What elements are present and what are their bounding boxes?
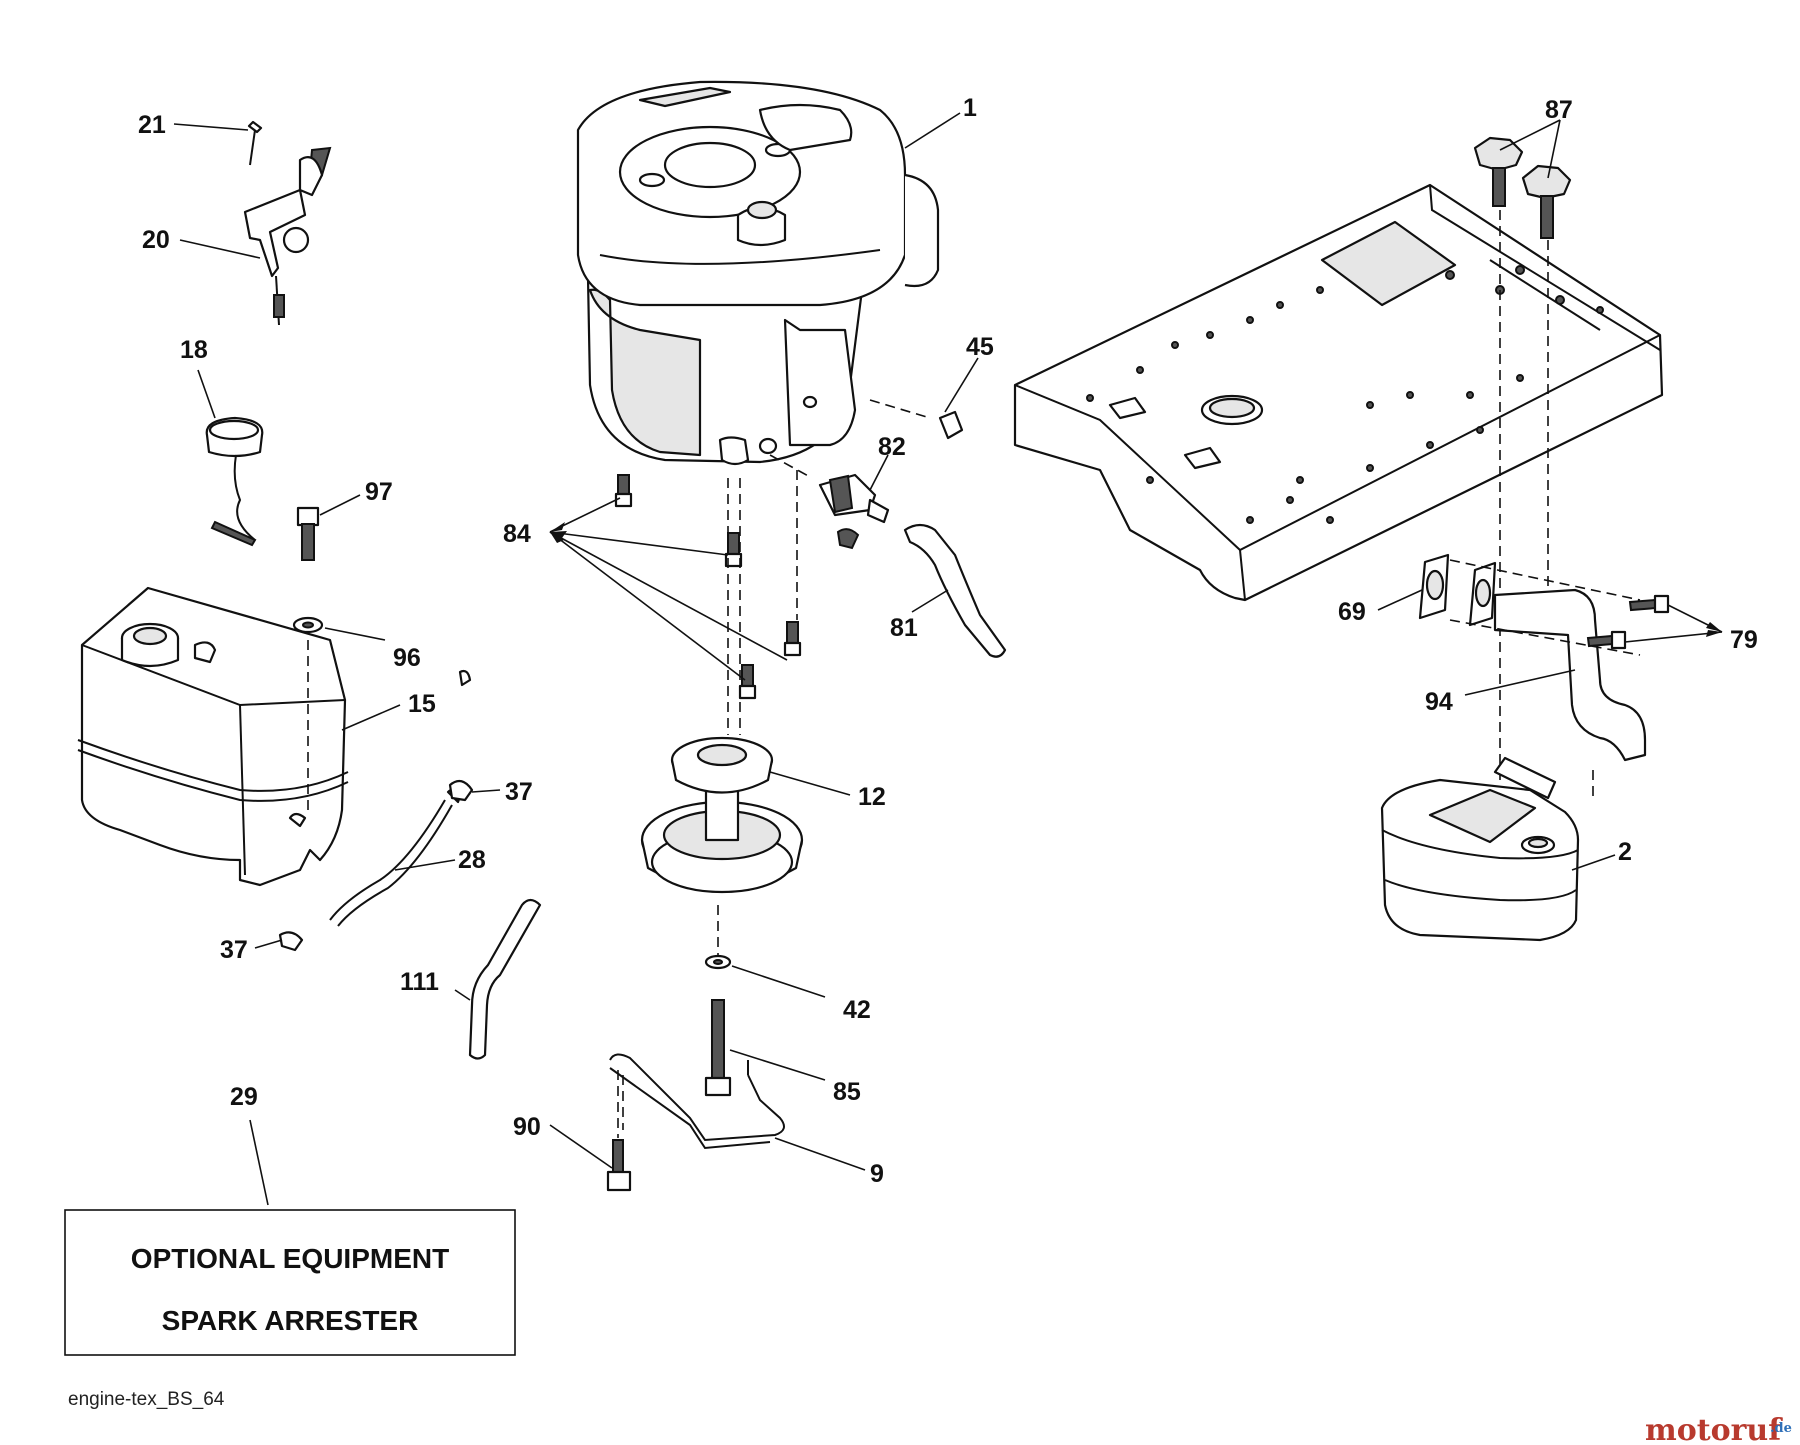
part-label-84: 84 (503, 520, 531, 548)
part-label-69: 69 (1338, 598, 1366, 626)
spark-arrester-label: SPARK ARRESTER (162, 1305, 419, 1336)
part-label-28: 28 (458, 846, 486, 874)
part-label-18: 18 (180, 336, 208, 364)
engine-icon (576, 80, 940, 466)
drawing-id: engine-tex_BS_64 (68, 1389, 225, 1410)
part-label-111: 111 (400, 968, 439, 996)
fuel-cap-icon (205, 416, 264, 547)
part-label-87: 87 (1545, 96, 1573, 124)
exhaust-pipe-icon (1493, 588, 1647, 762)
brand-name: motoruf (1645, 1413, 1783, 1445)
part-label-97: 97 (365, 478, 393, 506)
brand-suffix: .de (1770, 1421, 1792, 1436)
drain-valve-icon (818, 410, 964, 550)
pulley-icon (640, 736, 804, 1097)
hose-icon (468, 898, 542, 1060)
optional-equipment-box: OPTIONAL EQUIPMENT SPARK ARRESTER (64, 1209, 516, 1356)
part-label-37-bottom: 37 (220, 936, 248, 964)
throttle-control-icon (243, 120, 332, 326)
part-label-45: 45 (966, 333, 994, 361)
chassis-plate-icon (1013, 183, 1664, 602)
part-label-90: 90 (513, 1113, 541, 1141)
part-label-20: 20 (142, 226, 170, 254)
arrow-heads (550, 522, 1722, 637)
part-label-79: 79 (1730, 626, 1758, 654)
bolt-icon (614, 474, 802, 700)
knob-icon (1473, 136, 1572, 239)
part-label-1: 1 (963, 94, 977, 122)
muffler-icon (1380, 756, 1580, 942)
part-label-21: 21 (138, 111, 166, 139)
part-label-12: 12 (858, 783, 886, 811)
part-label-29: 29 (230, 1083, 258, 1111)
part-labels: 1 2 9 12 15 18 20 21 28 29 37 37 42 45 6… (138, 94, 1758, 1188)
part-label-96: 96 (393, 644, 421, 672)
bolt-icon (1586, 594, 1670, 650)
hose-icon (903, 523, 1007, 658)
leader-lines (173, 112, 1723, 1206)
bracket-icon (606, 1053, 785, 1192)
optional-equipment-title: OPTIONAL EQUIPMENT (131, 1243, 449, 1274)
gasket-icon (1418, 553, 1497, 627)
part-label-94: 94 (1425, 688, 1453, 716)
part-label-85: 85 (833, 1078, 861, 1106)
fuel-tank-icon (77, 586, 349, 887)
part-label-9: 9 (870, 1160, 884, 1188)
part-label-42: 42 (843, 996, 871, 1024)
part-label-82: 82 (878, 433, 906, 461)
watermark-logo: motoruf .de (1645, 1413, 1792, 1445)
part-label-81: 81 (890, 614, 918, 642)
part-label-15: 15 (408, 690, 436, 718)
bolt-icon (292, 506, 324, 634)
part-label-37-top: 37 (505, 778, 533, 806)
clamp-icon (278, 779, 474, 952)
part-label-2: 2 (1618, 838, 1632, 866)
